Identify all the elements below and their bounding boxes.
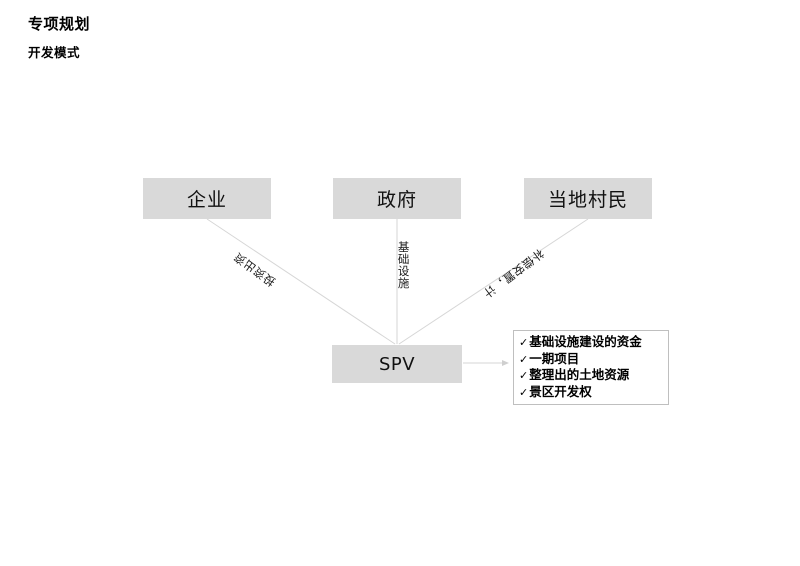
node-spv[interactable]: SPV bbox=[332, 345, 462, 383]
node-villagers[interactable]: 当地村民 bbox=[524, 178, 652, 219]
node-government-label: 政府 bbox=[376, 189, 417, 211]
node-spv-label: SPV bbox=[378, 353, 416, 375]
edge-label-government-spv: 基础设施 bbox=[396, 241, 411, 289]
page-title: 专项规划 bbox=[28, 15, 91, 33]
check-icon: ✓ bbox=[519, 336, 529, 349]
checklist-item-label: 一期项目 bbox=[529, 350, 580, 366]
checklist-item-label: 景区开发权 bbox=[529, 383, 592, 399]
node-enterprise[interactable]: 企业 bbox=[143, 178, 271, 219]
page-subtitle: 开发模式 bbox=[28, 45, 81, 60]
checklist-item-label: 基础设施建设的资金 bbox=[529, 334, 642, 349]
check-icon: ✓ bbox=[519, 369, 529, 383]
node-enterprise-label: 企业 bbox=[186, 189, 227, 211]
check-icon: ✓ bbox=[519, 385, 529, 399]
check-icon: ✓ bbox=[519, 352, 529, 366]
checklist-item: ✓ 整理出的土地资源 bbox=[519, 367, 664, 384]
checklist-item-label: 整理出的土地资源 bbox=[529, 367, 630, 383]
checklist-panel: ✓ 基础设施建设的资金 ✓ 一期项目 ✓ 整理出的土地资源 ✓ 景区开发权 bbox=[513, 330, 669, 406]
checklist-item: ✓ 景区开发权 bbox=[519, 384, 664, 401]
checklist-item: ✓ 一期项目 bbox=[519, 351, 664, 368]
node-government[interactable]: 政府 bbox=[333, 178, 461, 219]
link-enterprise-spv bbox=[206, 218, 396, 345]
node-villagers-label: 当地村民 bbox=[547, 189, 628, 211]
link-villagers-spv bbox=[398, 218, 589, 345]
checklist-item: ✓ 基础设施建设的资金 bbox=[519, 334, 664, 351]
